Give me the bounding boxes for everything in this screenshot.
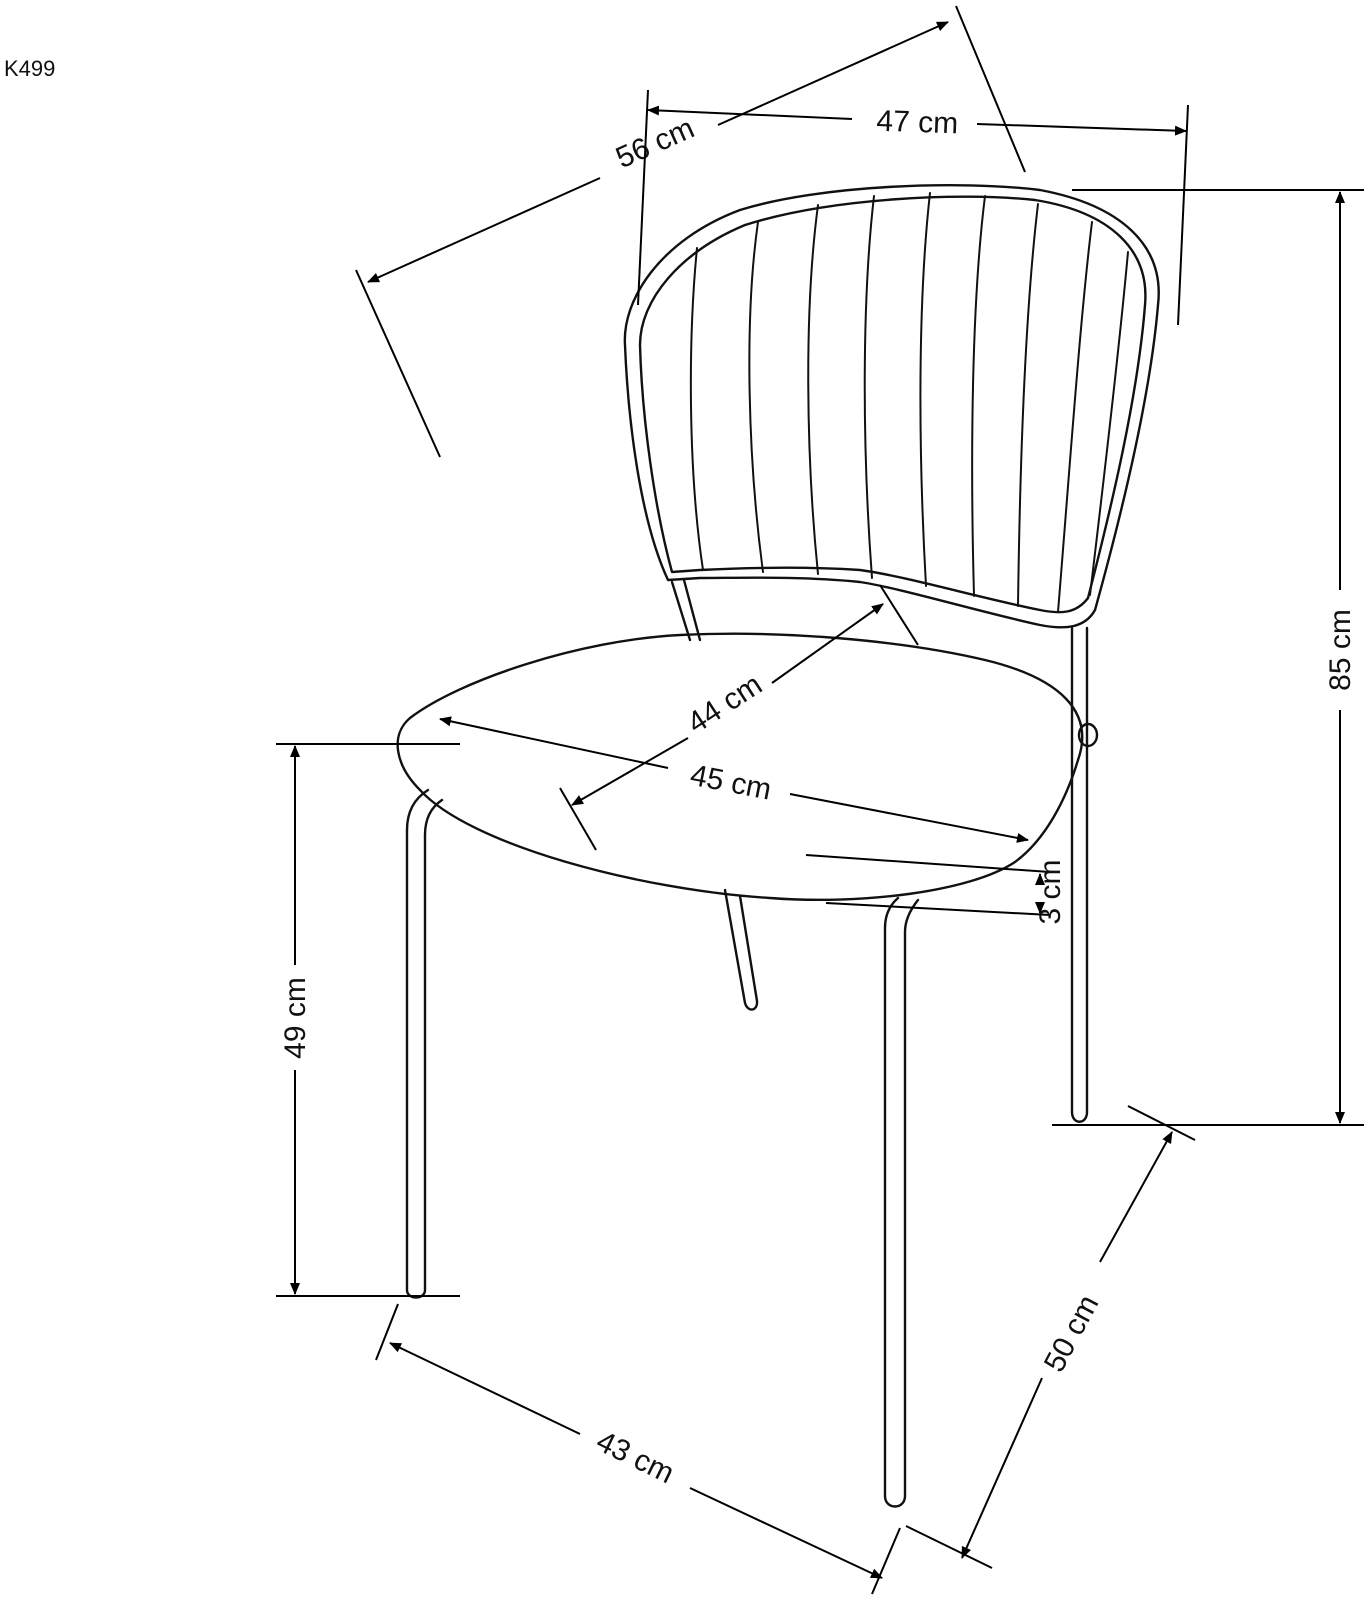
label-seat-height: 49 cm xyxy=(279,977,312,1059)
label-seat-width: 45 cm xyxy=(688,759,774,807)
dim-base-width: 43 cm xyxy=(375,1303,901,1595)
label-width-backrest: 47 cm xyxy=(876,105,959,141)
dim-seat-width: 45 cm xyxy=(410,716,1029,843)
front-leg-right xyxy=(883,896,920,1508)
back-leg-left xyxy=(670,578,702,642)
product-code: K499 xyxy=(4,56,55,81)
dim-seat-thickness: 3 cm xyxy=(805,854,1067,925)
dim-seat-depth: 44 cm xyxy=(559,584,919,851)
dim-seat-height: 49 cm xyxy=(276,743,460,1297)
label-height-total: 85 cm xyxy=(1324,609,1357,691)
chair xyxy=(396,183,1160,1508)
bolt xyxy=(1077,722,1099,748)
label-seat-thickness: 3 cm xyxy=(1034,859,1067,924)
label-depth-total: 56 cm xyxy=(611,112,699,175)
backrest-shell xyxy=(623,183,1160,629)
dim-height-total: 85 cm xyxy=(1052,189,1364,1126)
seat-cushion xyxy=(396,632,1084,902)
backrest-cushion xyxy=(638,195,1147,614)
label-base-depth: 50 cm xyxy=(1038,1290,1105,1378)
rear-leg-under-seat xyxy=(723,888,759,1011)
back-leg-right xyxy=(1070,626,1089,1123)
front-leg-left xyxy=(405,788,444,1299)
dim-base-depth: 50 cm xyxy=(905,1105,1196,1569)
label-seat-depth: 44 cm xyxy=(682,668,768,740)
backrest-ribs xyxy=(689,192,1129,613)
dimension-lines: 56 cm 47 cm 85 cm 44 cm xyxy=(276,5,1364,1595)
label-base-width: 43 cm xyxy=(591,1425,679,1490)
dim-width-backrest: 47 cm xyxy=(637,89,1189,326)
